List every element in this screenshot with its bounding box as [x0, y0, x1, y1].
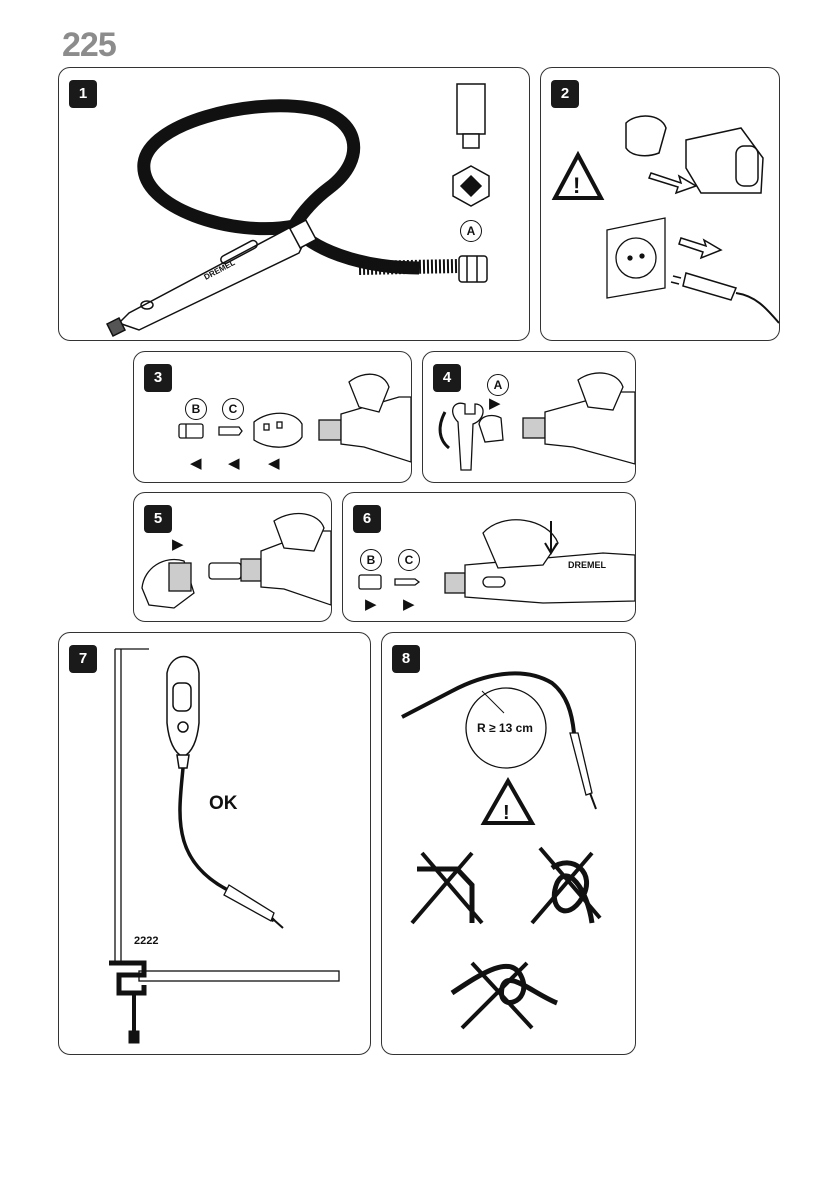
handpiece-icon — [319, 374, 411, 462]
step-badge: 8 — [392, 645, 420, 673]
step-badge: 4 — [433, 364, 461, 392]
collet-nut-icon — [359, 575, 381, 589]
step-badge: 2 — [551, 80, 579, 108]
clamp-icon — [109, 963, 339, 1043]
callout-a: A — [460, 220, 482, 242]
handpiece-icon: DREMEL — [445, 520, 635, 603]
flex-shaft-icon — [180, 768, 274, 921]
callout-c: C — [222, 398, 244, 420]
callout-b: B — [185, 398, 207, 420]
stand-illustration — [59, 633, 370, 1054]
hook-stand-icon — [115, 649, 149, 963]
handpiece-icon: DREMEL — [107, 220, 316, 336]
warning-triangle-icon: ! — [484, 781, 532, 824]
panel-1-flex-shaft-overview: DREMEL 1 A — [58, 67, 530, 341]
svg-text:!: ! — [503, 802, 510, 824]
nose-cap-icon — [254, 413, 302, 447]
disconnect-illustration: ! — [541, 68, 779, 340]
collet-icon — [219, 427, 242, 435]
panel-6-insert-collet: DREMEL 6 B C ▶ ▶ — [342, 492, 636, 622]
panel-4-remove-coupling: 4 A ▶ — [422, 351, 636, 483]
handpiece-icon — [523, 373, 635, 464]
handpiece-icon — [167, 657, 199, 769]
right-arrow-icon: ▶ — [403, 597, 415, 612]
flex-shaft-illustration: DREMEL — [59, 68, 529, 340]
bend-radius-illustration: ! — [382, 633, 635, 1054]
svg-text:!: ! — [573, 173, 580, 198]
bend-radius-label: R ≥ 13 cm — [477, 721, 533, 735]
callout-a: A — [487, 374, 509, 396]
hand-icon — [142, 560, 194, 608]
panel-7-hanging-stand: 7 OK 2222 — [58, 632, 371, 1055]
model-number: 225 — [62, 26, 116, 65]
panel-5-attach-coupling: 5 ▶ — [133, 492, 332, 622]
prohibited-bend-icon — [452, 963, 557, 1028]
collet-nut-icon — [179, 424, 203, 438]
insert-illustration: DREMEL — [343, 493, 635, 621]
svg-text:DREMEL: DREMEL — [568, 560, 607, 570]
hex-coupling-icon — [453, 84, 489, 282]
left-arrow-icon: ◀ — [190, 456, 202, 471]
remove-arrow-icon — [649, 173, 696, 193]
handpiece-icon — [224, 885, 283, 928]
battery-pack-icon — [626, 116, 763, 193]
warning-triangle-icon: ! — [555, 155, 601, 198]
hand-icon — [479, 416, 503, 442]
step-badge: 5 — [144, 505, 172, 533]
stand-model-label: 2222 — [134, 935, 158, 947]
step-badge: 7 — [69, 645, 97, 673]
right-arrow-icon: ▶ — [365, 597, 377, 612]
collet-icon — [395, 579, 419, 585]
ok-label: OK — [209, 793, 238, 815]
panel-3-remove-nose-cap: 3 B C ◀ ◀ ◀ — [133, 351, 412, 483]
callout-b: B — [360, 549, 382, 571]
left-arrow-icon: ◀ — [228, 456, 240, 471]
panel-8-bend-radius: ! 8 R ≥ 13 cm — [381, 632, 636, 1055]
handpiece-icon — [209, 514, 331, 605]
prohibited-bend-icon — [532, 848, 600, 923]
handpiece-icon — [570, 733, 596, 809]
wrench-icon — [440, 403, 483, 470]
step-badge: 3 — [144, 364, 172, 392]
right-arrow-icon: ▶ — [489, 396, 501, 411]
step-badge: 1 — [69, 80, 97, 108]
wall-socket-icon — [607, 218, 665, 298]
power-plug-icon — [671, 238, 779, 323]
callout-c: C — [398, 549, 420, 571]
right-arrow-icon: ▶ — [172, 537, 184, 552]
step-badge: 6 — [353, 505, 381, 533]
left-arrow-icon: ◀ — [268, 456, 280, 471]
panel-2-disconnect-power: ! 2 — [540, 67, 780, 341]
prohibited-bend-icon — [412, 853, 482, 923]
